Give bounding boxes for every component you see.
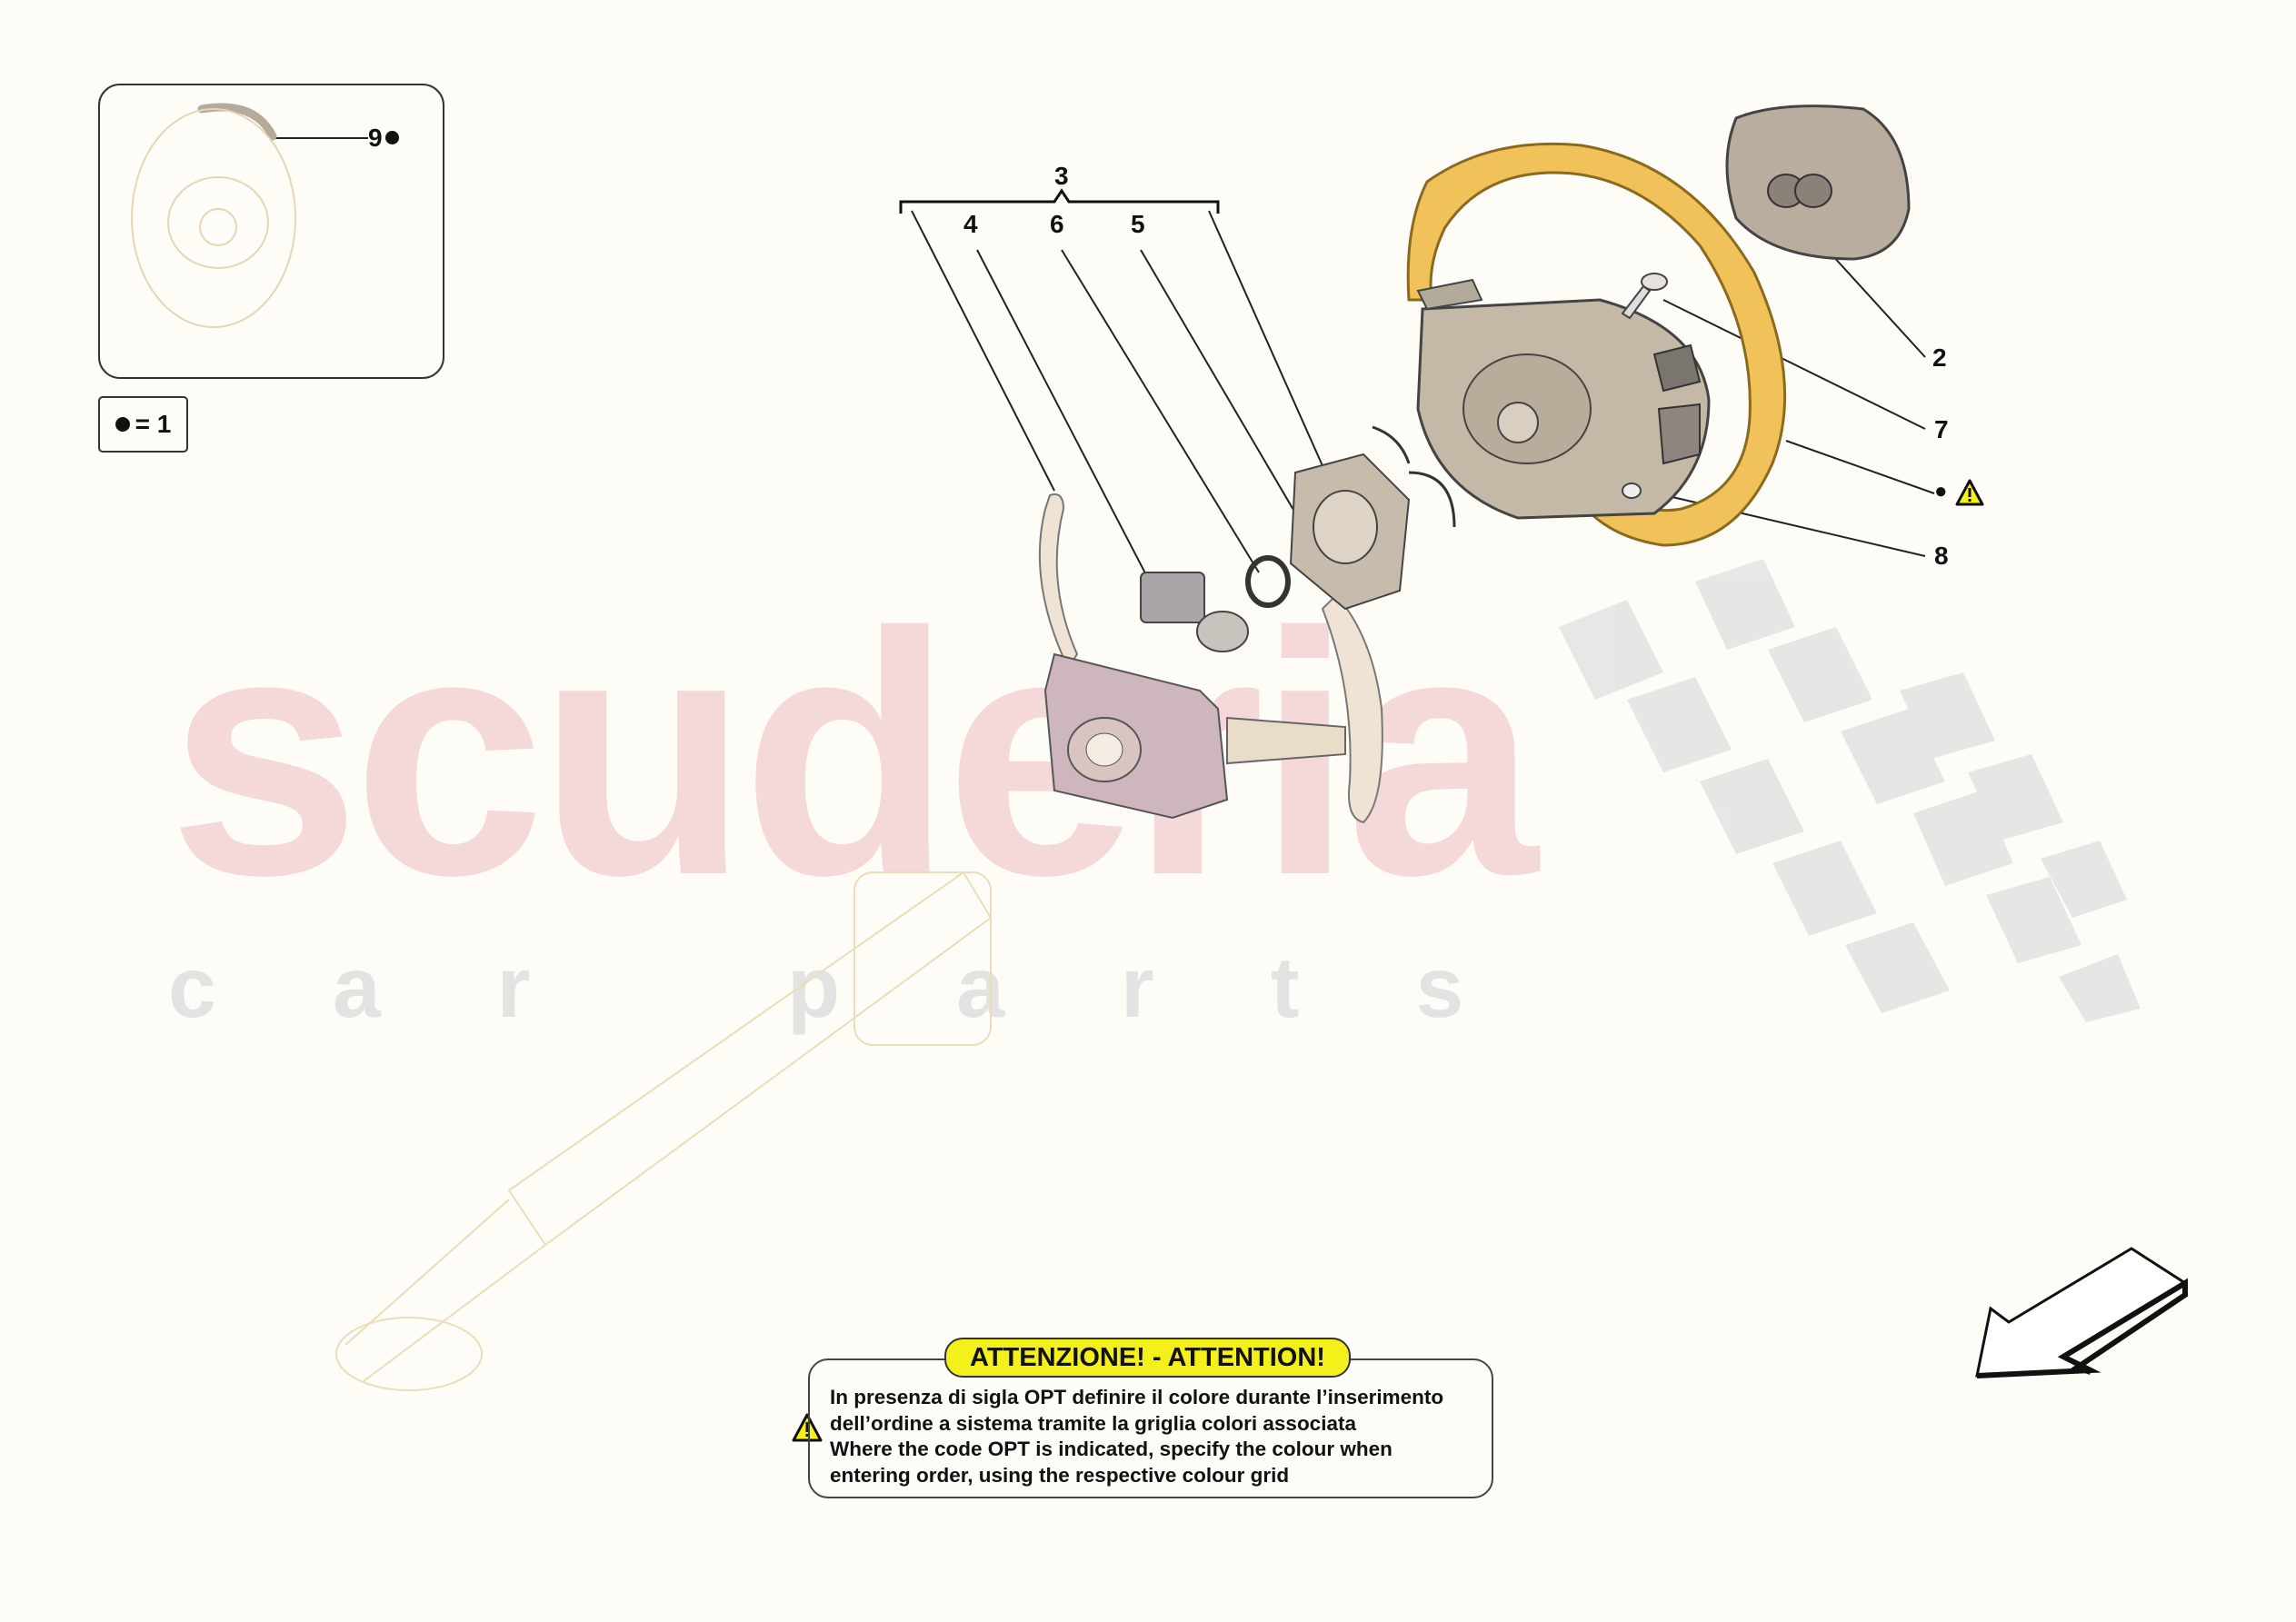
callout-opt-dot: ● — [1934, 479, 1948, 503]
part-6-ring — [1245, 555, 1291, 608]
warning-line: dell’ordine a sistema tramite la griglia… — [830, 1411, 1356, 1435]
bracket-3 — [899, 188, 1220, 214]
legend-text: = 1 — [135, 410, 172, 438]
shift-paddle-right — [1321, 593, 1383, 824]
watermark-sub: car parts — [168, 940, 1581, 1036]
quantity-legend: = 1 — [98, 396, 188, 453]
callout-4: 4 — [963, 210, 978, 238]
checkered-flag-watermark — [1559, 559, 2141, 1022]
callout-7: 7 — [1934, 415, 1949, 443]
warning-title: ATTENZIONE! - ATTENTION! — [944, 1338, 1351, 1378]
inset-trim-highlight — [197, 103, 277, 141]
warning-icon — [1955, 479, 1984, 506]
callout-5: 5 — [1131, 210, 1145, 238]
warning-text: In presenza di sigla OPT definire il col… — [830, 1385, 1443, 1488]
steering-wheel — [1406, 142, 1787, 547]
shift-paddle-left — [1038, 493, 1079, 671]
clock-spring — [1289, 425, 1456, 611]
warning-line: Where the code OPT is indicated, specify… — [830, 1438, 1393, 1460]
warning-box-icon — [792, 1413, 823, 1442]
callout-3: 3 — [1054, 162, 1069, 190]
warning-line: entering order, using the respective col… — [830, 1463, 1290, 1487]
warning-line: In presenza di sigla OPT definire il col… — [830, 1386, 1444, 1408]
callout-9: 9 — [368, 125, 399, 151]
callout-2: 2 — [1932, 343, 1947, 372]
leader-lines — [273, 137, 1935, 592]
quantity-dot-icon — [115, 417, 130, 432]
column-switch-module — [1043, 652, 1346, 820]
quantity-dot-icon — [384, 131, 399, 144]
callout-8: 8 — [1934, 542, 1949, 570]
direction-arrow — [1975, 1247, 2188, 1378]
callout-6: 6 — [1050, 210, 1064, 238]
inset-wheel-sketch — [131, 108, 296, 328]
part-4-sensor — [1140, 572, 1249, 652]
inset-detail-box — [98, 84, 444, 379]
steering-column-ghost — [335, 871, 993, 1391]
screw-7 — [1621, 273, 1668, 320]
airbag-module — [1725, 104, 1911, 261]
